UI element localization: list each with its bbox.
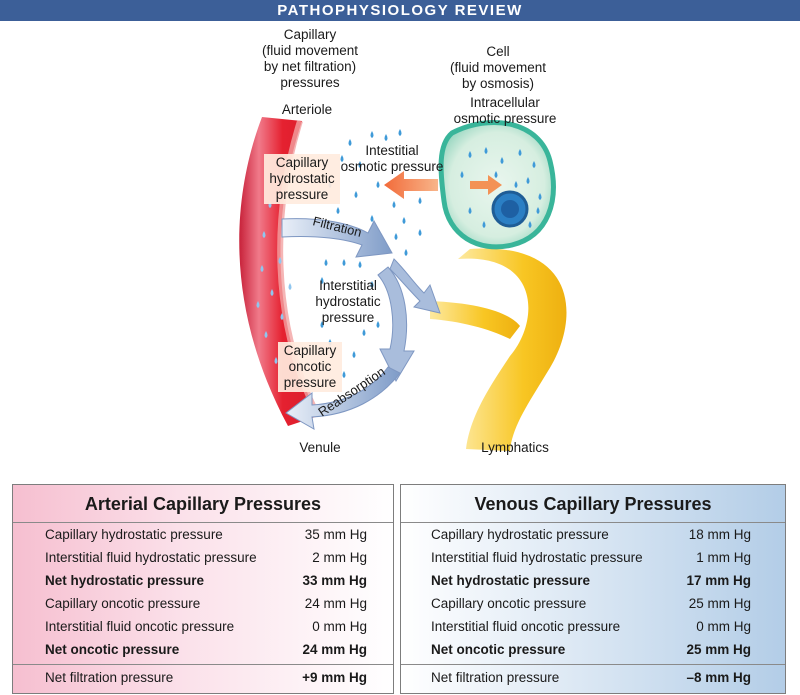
lymphatics-label: Lymphatics [481,440,549,455]
lymphatic-vessel [458,248,567,451]
net-filtration-row: Net filtration pressure–8 mm Hg [431,670,751,685]
osmotic-arrow-out [384,171,438,199]
capillary-diagram: Filtration Reabsorption [239,117,567,451]
venule-label: Venule [299,440,341,455]
downflow-arrow [377,266,415,383]
reabsorption-arrow [285,366,401,430]
lymphatic-branch [430,301,520,339]
lymph-arrow [389,258,441,314]
venous-panel-title: Venous Capillary Pressures [474,494,712,514]
venous-pressures-panel: Venous Capillary Pressures Capillary hyd… [400,484,786,694]
capillary-heading: Capillary(fluid movement by net filtrati… [261,27,359,90]
arterial-pressures-panel: Arterial Capillary Pressures Capillary h… [12,484,394,694]
arteriole-label: Arteriole [281,102,333,117]
filtration-arrow [281,218,393,258]
banner-title: PATHOPHYSIOLOGY REVIEW [0,0,800,21]
net-filtration-row: Net filtration pressure+9 mm Hg [45,670,367,685]
fluid-droplets [256,129,542,378]
osmotic-arrow-in [470,175,502,195]
arterial-panel-title: Arterial Capillary Pressures [84,494,322,514]
